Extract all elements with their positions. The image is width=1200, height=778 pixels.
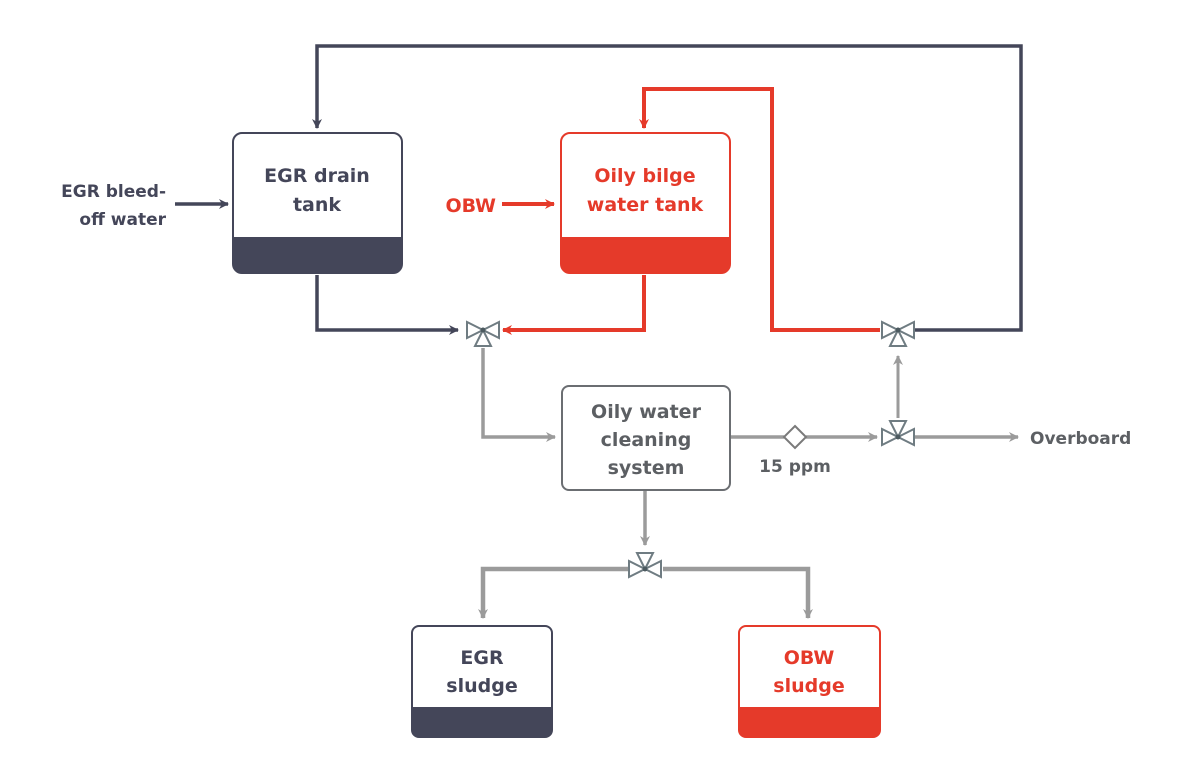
sludge-egr-line (478, 566, 628, 619)
obw-sludge-label-2: sludge (773, 675, 844, 697)
egr-bleed-off-label-1: EGR bleed- (61, 182, 166, 202)
three-way-valve-icon[interactable] (466, 320, 500, 347)
oily-water-cleaning-system[interactable]: Oily water cleaning system (561, 385, 731, 491)
oil-content-sensor-icon (782, 424, 808, 450)
oily-bilge-water-tank[interactable]: Oily bilge water tank (560, 132, 731, 274)
egr-return-line (312, 44, 1023, 332)
overboard-label: Overboard (1030, 429, 1131, 449)
egr-sludge-label-1: EGR (460, 647, 504, 669)
egr-sludge-tank[interactable]: EGR sludge (411, 625, 553, 738)
obw-tank-outflow-line (502, 275, 646, 335)
oily-bilge-tank-label-2: water tank (587, 194, 704, 216)
sludge-obw-line (663, 566, 813, 619)
oily-bilge-tank-label-1: Oily bilge (594, 165, 695, 187)
egr-bleed-off-label-2: off water (79, 210, 166, 230)
three-way-valve-icon[interactable] (881, 320, 915, 347)
obw-sludge-tank[interactable]: OBW sludge (738, 625, 881, 738)
egr-drain-tank-label-1: EGR drain (264, 165, 370, 187)
cleaning-system-label-1: Oily water (591, 401, 702, 423)
obw-sludge-label-1: OBW (784, 647, 835, 669)
egr-drain-tank-label-2: tank (293, 194, 341, 216)
cleaning-system-label-3: system (608, 457, 685, 479)
cleaning-system-label-2: cleaning (601, 429, 692, 451)
feed-to-cleaning-line (481, 348, 556, 442)
obw-input-label: OBW (445, 195, 496, 217)
obw-return-line (639, 87, 880, 332)
egr-sludge-label-2: sludge (446, 675, 517, 697)
egr-drain-outflow-line (315, 275, 459, 335)
egr-drain-tank[interactable]: EGR drain tank (232, 132, 403, 274)
three-way-valve-icon[interactable] (881, 420, 915, 447)
three-way-valve-icon[interactable] (628, 552, 662, 579)
sensor-label: 15 ppm (759, 457, 831, 477)
